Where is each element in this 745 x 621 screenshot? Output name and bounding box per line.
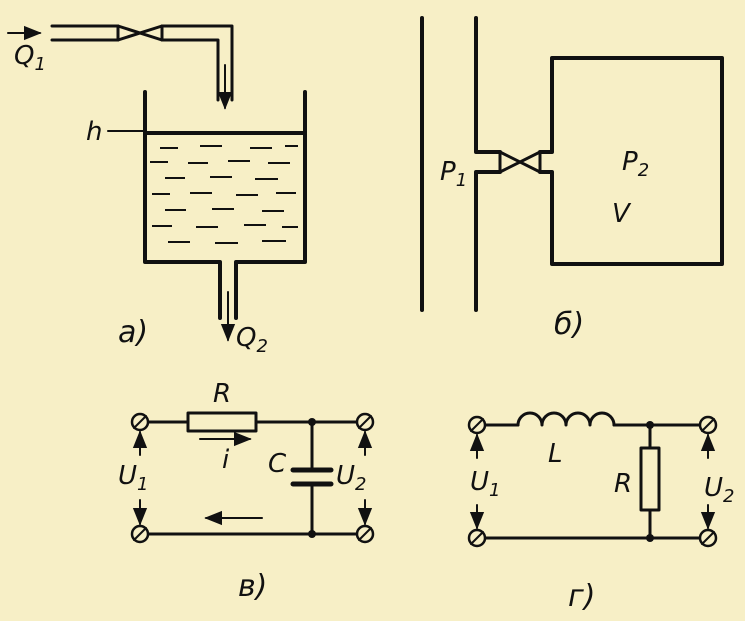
pressure-p1-label: P1: [440, 157, 467, 191]
tank-walls: [143, 90, 222, 320]
rc-circuit: R i C U1 U2 в): [118, 379, 375, 604]
capacitor-c: [290, 467, 334, 487]
inlet-valve-icon: [116, 24, 164, 42]
inductor-l: [516, 411, 616, 427]
caption-g: г): [568, 579, 595, 614]
inductor-label: L: [548, 439, 563, 469]
pipe-right-wall: [474, 16, 502, 154]
rc-u2-label: U2: [336, 461, 366, 495]
rl-input-terminals: [467, 415, 487, 548]
rl-u2-label: U2: [704, 473, 734, 507]
vessel: [538, 56, 724, 266]
inflow-label: Q1: [14, 41, 46, 75]
caption-a: а): [118, 315, 148, 350]
caption-b: б): [554, 307, 584, 342]
outflow-label: Q2: [236, 323, 268, 357]
caption-v: в): [238, 569, 267, 604]
pressure-p2-label: P2: [622, 147, 649, 181]
tank-diagram: Q1 h Q2 а): [7, 24, 307, 357]
rl-circuit: L R U1 U2 г): [467, 411, 734, 614]
rl-u1-label: U1: [470, 467, 500, 501]
rl-output-terminals: [698, 415, 718, 548]
output-terminals: [355, 412, 375, 544]
shunt-resistor-label: R: [614, 469, 632, 499]
rc-u1-label: U1: [118, 461, 148, 495]
level-label: h: [86, 117, 102, 147]
resistor-r-label: R: [213, 379, 231, 409]
liquid: [150, 145, 298, 244]
resistor-r: [186, 411, 258, 433]
volume-label: V: [612, 199, 632, 229]
vessel-diagram: P1 P2 V б): [420, 16, 724, 342]
inlet-pipe: [7, 24, 234, 102]
current-label: i: [222, 445, 230, 475]
connecting-valve-icon: [498, 150, 542, 174]
input-terminals: [130, 412, 150, 544]
capacitor-label: C: [268, 449, 287, 479]
resistor-r-shunt: [639, 446, 661, 512]
